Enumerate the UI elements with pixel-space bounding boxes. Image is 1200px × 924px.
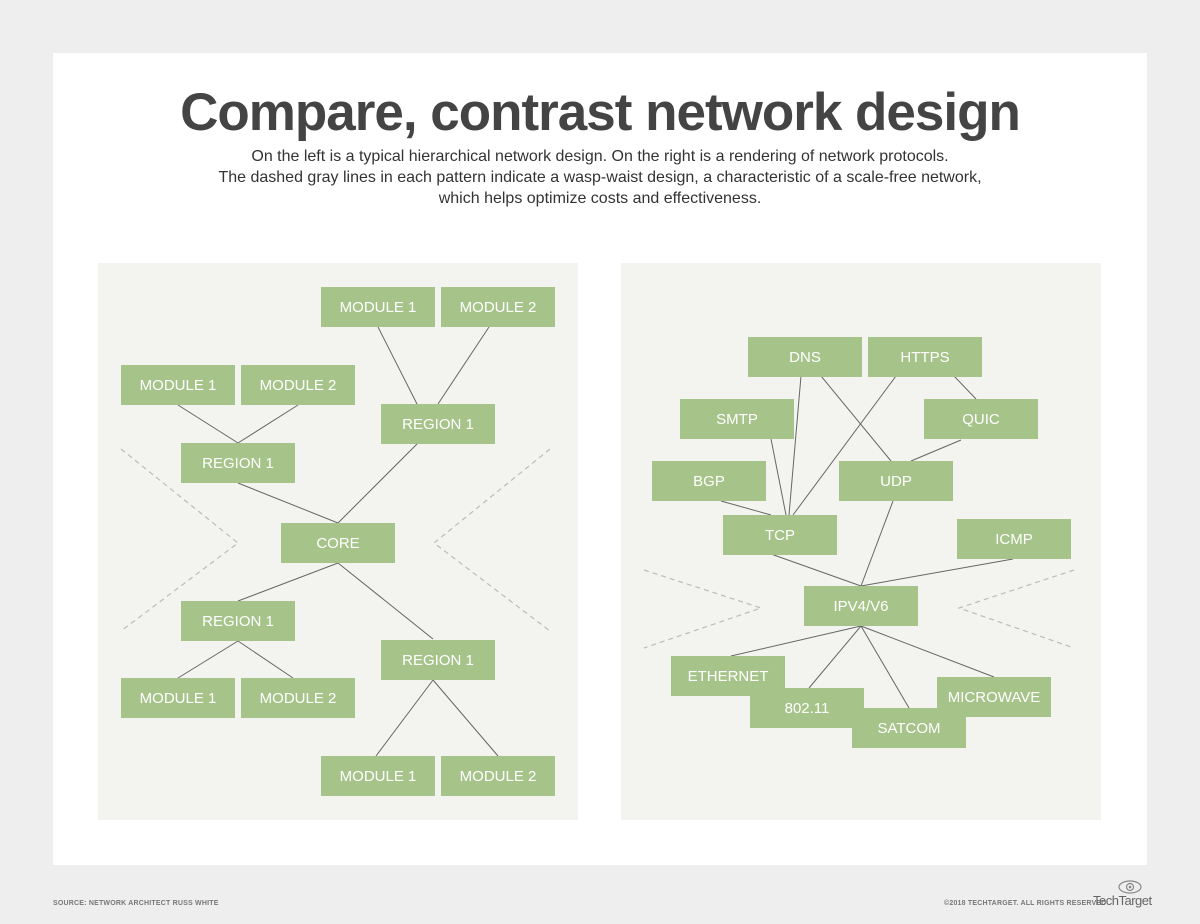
- protocol-node-quic: QUIC: [924, 399, 1038, 439]
- subtitle-line-2: The dashed gray lines in each pattern in…: [218, 169, 982, 186]
- subtitle: On the left is a typical hierarchical ne…: [0, 146, 1200, 209]
- region-node: REGION 1: [381, 640, 495, 680]
- source-credit: SOURCE: NETWORK ARCHITECT RUSS WHITE: [53, 900, 219, 907]
- eye-logo-icon: [1118, 880, 1142, 894]
- module-node: MODULE 2: [241, 365, 355, 405]
- module-node: MODULE 2: [241, 678, 355, 718]
- protocol-node-https: HTTPS: [868, 337, 982, 377]
- edge-line: [237, 562, 339, 602]
- edge-line: [860, 558, 1014, 587]
- edge-line: [788, 375, 802, 516]
- module-node: MODULE 1: [121, 365, 235, 405]
- edge-line: [237, 404, 299, 444]
- edge-line: [437, 326, 490, 405]
- module-node: MODULE 2: [441, 756, 555, 796]
- protocol-node-wifi: 802.11: [750, 688, 864, 728]
- brand-logo: TechTarget: [1093, 893, 1152, 908]
- edge-line: [808, 625, 862, 689]
- edge-line: [237, 640, 294, 679]
- protocol-node-dns: DNS: [748, 337, 862, 377]
- module-node: MODULE 1: [321, 756, 435, 796]
- protocol-node-ipv4v6: IPV4/V6: [804, 586, 918, 626]
- subtitle-line-3: which helps optimize costs and effective…: [438, 190, 762, 207]
- protocol-node-satcom: SATCOM: [852, 708, 966, 748]
- edge-line: [337, 442, 419, 524]
- edge-line: [860, 625, 910, 709]
- edge-line: [337, 562, 434, 640]
- edge-line: [860, 500, 894, 587]
- subtitle-line-1: On the left is a typical hierarchical ne…: [251, 148, 949, 165]
- edge-line: [177, 404, 239, 444]
- edge-line: [377, 326, 418, 405]
- protocol-node-udp: UDP: [839, 461, 953, 501]
- protocol-node-smtp: SMTP: [680, 399, 794, 439]
- copyright-notice: ©2018 TECHTARGET. ALL RIGHTS RESERVED: [944, 900, 1107, 907]
- region-node: REGION 1: [381, 404, 495, 444]
- module-node: MODULE 1: [121, 678, 235, 718]
- edge-line: [177, 640, 239, 679]
- edge-line: [860, 625, 995, 678]
- region-node: REGION 1: [181, 443, 295, 483]
- protocol-node-icmp: ICMP: [957, 519, 1071, 559]
- edge-line: [953, 375, 977, 400]
- edge-line: [432, 679, 499, 757]
- edge-line: [237, 482, 339, 524]
- page-title: Compare, contrast network design: [180, 83, 1021, 142]
- edge-line: [375, 679, 434, 757]
- protocol-node-bgp: BGP: [652, 461, 766, 501]
- protocol-node-tcp: TCP: [723, 515, 837, 555]
- edge-line: [820, 375, 892, 462]
- module-node: MODULE 2: [441, 287, 555, 327]
- protocol-design-panel: DNS HTTPS SMTP QUIC BGP UDP TCP ICMP IPV…: [621, 263, 1101, 820]
- edge-line: [770, 438, 787, 516]
- module-node: MODULE 1: [321, 287, 435, 327]
- edge-line: [730, 625, 862, 657]
- edge-line: [720, 500, 772, 516]
- region-node: REGION 1: [181, 601, 295, 641]
- core-node: CORE: [281, 523, 395, 563]
- hierarchical-design-panel: MODULE 1 MODULE 2 MODULE 1 MODULE 2 REGI…: [98, 263, 578, 820]
- edge-line: [770, 553, 862, 587]
- edge-line: [910, 439, 962, 462]
